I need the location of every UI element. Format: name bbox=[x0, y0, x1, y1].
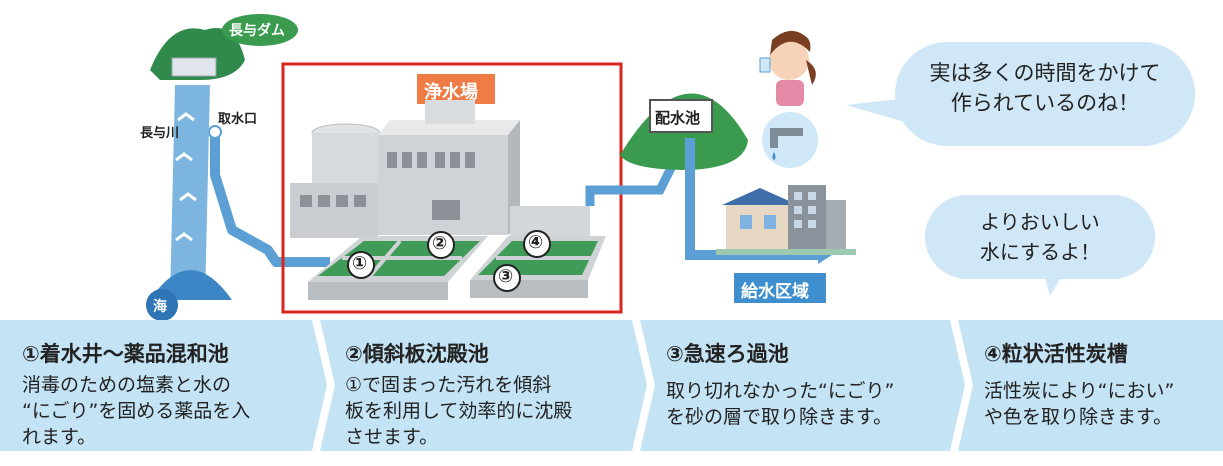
office-building bbox=[788, 185, 826, 249]
speech-bubble-mid: よりおいしい 水にするよ！ bbox=[925, 195, 1155, 279]
bubble-top-line1: 実は多くの時間をかけて bbox=[929, 61, 1161, 85]
step-3-title: ③急速ろ過池 bbox=[666, 342, 789, 366]
intake-label: 取水口 bbox=[218, 112, 258, 127]
step-2-body: ①で固まった汚れを傾斜 板を利用して効率的に沈殿 させます。 bbox=[345, 372, 630, 450]
river-stream bbox=[170, 85, 210, 300]
intake-point bbox=[208, 125, 222, 139]
step-2-line: ①で固まった汚れを傾斜 bbox=[345, 374, 552, 396]
marker-4: ④ bbox=[528, 232, 544, 253]
girl-head bbox=[769, 40, 809, 80]
bubble-mid-line2: 水にするよ！ bbox=[979, 240, 1101, 264]
tank-building bbox=[312, 133, 380, 183]
girl-body bbox=[776, 80, 804, 106]
reservoir-label: 配水池 bbox=[655, 109, 701, 127]
step-3-body: 取り切れなかった“にごり” を砂の層で取り除きます。 bbox=[666, 378, 951, 430]
bubble-top-line2: 作られているのね！ bbox=[950, 91, 1140, 115]
step-2-line: 板を利用して効率的に沈殿 bbox=[345, 400, 573, 422]
faucet-circle bbox=[762, 112, 818, 168]
supply-area-label: 給水区域 bbox=[741, 282, 809, 302]
river-waves bbox=[175, 112, 197, 242]
step-1: ①着水井～薬品混和池 消毒のための塩素と水の “にごり”を固める薬品を入 れます… bbox=[22, 338, 312, 466]
house bbox=[726, 205, 792, 249]
bubble-mid-line1: よりおいしい bbox=[980, 210, 1100, 234]
step-2-line: させます。 bbox=[345, 426, 439, 448]
plant-label: 浄水場 bbox=[424, 82, 478, 103]
step-3-line: 取り切れなかった“にごり” bbox=[666, 380, 895, 402]
marker-3: ③ bbox=[498, 266, 514, 287]
step-1-line: “にごり”を固める薬品を入 bbox=[22, 400, 251, 422]
step-4: ④粒状活性炭槽 活性炭により“におい” や色を取り除きます。 bbox=[984, 338, 1216, 466]
step-4-body: 活性炭により“におい” や色を取り除きます。 bbox=[984, 378, 1216, 430]
supply-tag-bg bbox=[734, 273, 826, 303]
step-1-body: 消毒のための塩素と水の “にごり”を固める薬品を入 れます。 bbox=[22, 372, 312, 450]
river-label: 長与川 bbox=[140, 126, 180, 141]
marker-1: ① bbox=[352, 253, 368, 274]
step-4-line: 活性炭により“におい” bbox=[984, 380, 1175, 402]
water-flow-illustration bbox=[0, 14, 1223, 451]
step-1-title: ①着水井～薬品混和池 bbox=[22, 342, 229, 366]
step-3-line: を砂の層で取り除きます。 bbox=[666, 406, 893, 428]
marker-2: ② bbox=[432, 233, 448, 254]
dam-tag bbox=[222, 14, 298, 46]
glass bbox=[759, 57, 771, 73]
reservoir-pipe bbox=[585, 147, 685, 206]
step-1-line: 消毒のための塩素と水の bbox=[22, 374, 232, 396]
plant-tag bbox=[417, 74, 495, 104]
step-2: ②傾斜板沈殿池 ①で固まった汚れを傾斜 板を利用して効率的に沈殿 させます。 bbox=[345, 338, 630, 466]
dam-label: 長与ダム bbox=[229, 23, 285, 39]
reservoir-box bbox=[649, 99, 713, 133]
sea-circle bbox=[146, 289, 178, 321]
intake-pipe bbox=[210, 135, 330, 267]
step-panels bbox=[0, 320, 1223, 451]
step-2-title: ②傾斜板沈殿池 bbox=[345, 342, 489, 366]
speech-bubble-top: 実は多くの時間をかけて 作られているのね！ bbox=[895, 42, 1195, 146]
step-4-title: ④粒状活性炭槽 bbox=[984, 342, 1128, 366]
step-1-line: れます。 bbox=[22, 426, 97, 448]
sea-label: 海 bbox=[153, 299, 167, 315]
step-3: ③急速ろ過池 取り切れなかった“にごり” を砂の層で取り除きます。 bbox=[666, 338, 951, 466]
step-4-line: や色を取り除きます。 bbox=[984, 406, 1173, 428]
dam-wall bbox=[171, 57, 217, 77]
